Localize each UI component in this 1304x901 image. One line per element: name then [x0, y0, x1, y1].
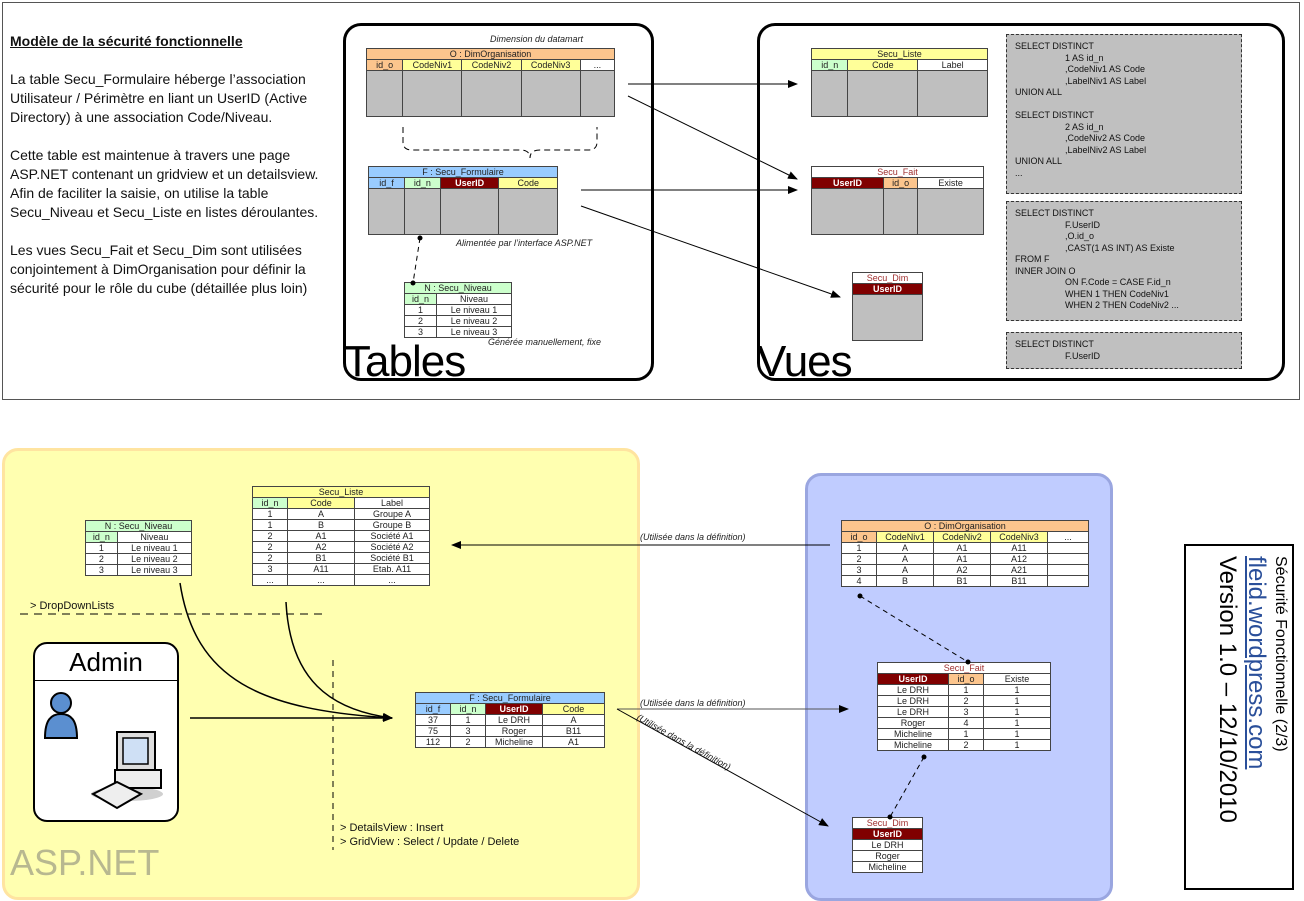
- admin-label: Admin: [35, 644, 177, 681]
- arrow-formulaire-to-dim-bottom: [616, 708, 829, 827]
- schema-formulaire-table: F : Secu_Formulaire id_f id_n UserID Cod…: [368, 166, 558, 235]
- link-fait-dim: [889, 756, 925, 818]
- col-header: id_o: [882, 177, 919, 189]
- vues-panel: [757, 23, 1285, 381]
- cell: 3: [403, 326, 438, 338]
- link-caption-formulaire-fait: (Utilisée dans la définition): [640, 698, 746, 708]
- user-icon: [43, 692, 79, 739]
- tables-panel: [343, 23, 654, 381]
- sql-dim-definition: SELECT DISTINCT F.UserID: [1006, 332, 1242, 369]
- version-box: Sécurité Fonctionnelle (2/3) fleid.wordp…: [1184, 544, 1294, 890]
- col-header: id_f: [415, 703, 451, 715]
- schema-dimorganisation-table: O : DimOrganisation id_o CodeNiv1 CodeNi…: [365, 48, 616, 117]
- model-frame: [2, 2, 1300, 400]
- dropdownlists-note: > DropDownLists: [30, 600, 115, 612]
- intro-paragraph-2: Cette table est maintenue à travers une …: [10, 147, 319, 220]
- intro-title: Modèle de la sécurité fonctionnelle: [10, 33, 243, 49]
- cube-dimorganisation-table: O : DimOrganisation id_o CodeNiv1 CodeNi…: [841, 520, 1089, 587]
- link-caption-dimorg-liste: (Utilisée dans la définition): [640, 532, 746, 542]
- intro-paragraph-3: Les vues Secu_Fait et Secu_Dim sont util…: [10, 242, 308, 296]
- computer-icon: [90, 731, 163, 810]
- admin-box: Admin: [33, 642, 179, 822]
- view-fait-table: Secu_Fait UserID id_o Existe: [811, 166, 984, 235]
- sql-liste-definition: SELECT DISTINCT 1 AS id_n ,CodeNiv1 AS C…: [1006, 34, 1242, 194]
- link-formulaire-niveau: [412, 237, 421, 284]
- col-header: Label: [354, 497, 430, 509]
- cell: [1047, 575, 1089, 587]
- vues-panel-label: Vues: [757, 337, 853, 386]
- caption-dimension: Dimension du datamart: [490, 34, 584, 44]
- cell: Le niveau 3: [436, 326, 512, 338]
- cell: ...: [354, 574, 430, 586]
- table-row: .........: [252, 574, 430, 586]
- codes-brace: [402, 127, 598, 159]
- arrow-formulaire-to-dim: [580, 205, 841, 298]
- arrow-dimorg-to-fait: [627, 95, 798, 180]
- table-title: N : Secu_Niveau: [404, 282, 512, 294]
- intro-text: Modèle de la sécurité fonctionnelle La t…: [10, 32, 320, 317]
- view-dim-table: Secu_Dim UserID: [852, 272, 923, 341]
- asp-formulaire-table: F : Secu_Formulaire id_f id_n UserID Cod…: [415, 692, 605, 748]
- cell: Le niveau 3: [116, 564, 193, 576]
- gridview-note: > GridView : Select / Update / Delete: [340, 836, 520, 848]
- col-header: Code: [847, 59, 919, 71]
- admin-user-computer-icon: [43, 692, 163, 810]
- sql-fait-definition: SELECT DISTINCT F.UserID ,O.id_o ,CAST(1…: [1006, 201, 1242, 321]
- cell: A1: [542, 736, 605, 748]
- detailsview-note: > DetailsView : Insert: [340, 822, 444, 834]
- tables-panel-label: Tables: [344, 337, 466, 386]
- aspnet-panel-label: ASP.NET: [10, 842, 160, 883]
- cell: B11: [990, 575, 1048, 587]
- cell: 1: [983, 739, 1051, 751]
- caption-formulaire: Alimentée par l’interface ASP.NET: [456, 238, 593, 248]
- view-liste-table: Secu_Liste id_n Code Label: [810, 48, 988, 117]
- cell: Micheline: [852, 861, 923, 873]
- cube-dim-table: Secu_Dim UserID Le DRH Roger Micheline: [852, 817, 923, 873]
- curve-niveau-to-formulaire: [179, 582, 393, 722]
- cell: 3: [85, 564, 118, 576]
- curve-liste-to-formulaire: [285, 601, 393, 721]
- caption-niveau: Générée manuellement, fixe: [488, 337, 602, 347]
- table-row: Micheline: [852, 861, 923, 873]
- intro-paragraph-1: La table Secu_Formulaire héberge l’assoc…: [10, 71, 308, 125]
- cell: Micheline: [877, 739, 949, 751]
- link-dimorg-fait: [859, 595, 969, 663]
- col-header: CodeNiv3: [990, 531, 1048, 543]
